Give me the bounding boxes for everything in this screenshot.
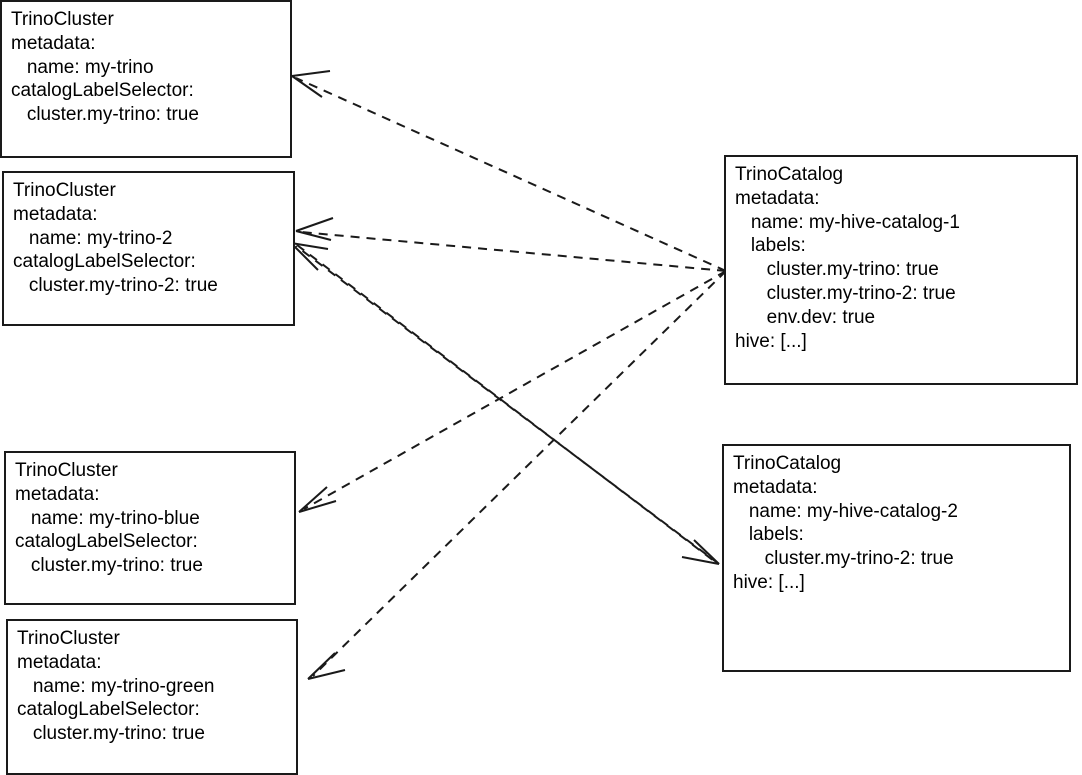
edge-catalog1-to-cluster-my-trino-green [307, 270, 727, 680]
node-trinocatalog-my-hive-catalog-2[interactable]: TrinoCatalog metadata: name: my-hive-cat… [722, 444, 1071, 672]
node-text: TrinoCatalog metadata: name: my-hive-cat… [733, 453, 958, 593]
node-trinocluster-my-trino-2[interactable]: TrinoCluster metadata: name: my-trino-2 … [2, 171, 295, 326]
edge-catalog1-to-cluster-my-trino [291, 70, 727, 272]
node-trinocatalog-my-hive-catalog-1[interactable]: TrinoCatalog metadata: name: my-hive-cat… [724, 155, 1078, 385]
node-text: TrinoCatalog metadata: name: my-hive-cat… [735, 164, 960, 352]
edge-cluster-my-trino-2-to-catalog2 [296, 244, 720, 565]
edge-catalog1-to-cluster-my-trino-blue [298, 270, 727, 513]
node-trinocluster-my-trino[interactable]: TrinoCluster metadata: name: my-trino ca… [0, 0, 292, 158]
edge-catalog2-to-cluster-my-trino-2 [290, 242, 720, 565]
node-text: TrinoCluster metadata: name: my-trino-2 … [13, 180, 218, 297]
node-trinocluster-my-trino-blue[interactable]: TrinoCluster metadata: name: my-trino-bl… [4, 451, 296, 605]
node-text: TrinoCluster metadata: name: my-trino ca… [11, 9, 199, 126]
node-text: TrinoCluster metadata: name: my-trino-gr… [17, 628, 215, 745]
edge-catalog1-to-cluster-my-trino-2 [295, 217, 727, 272]
node-text: TrinoCluster metadata: name: my-trino-bl… [15, 460, 203, 577]
node-trinocluster-my-trino-green[interactable]: TrinoCluster metadata: name: my-trino-gr… [6, 619, 298, 775]
